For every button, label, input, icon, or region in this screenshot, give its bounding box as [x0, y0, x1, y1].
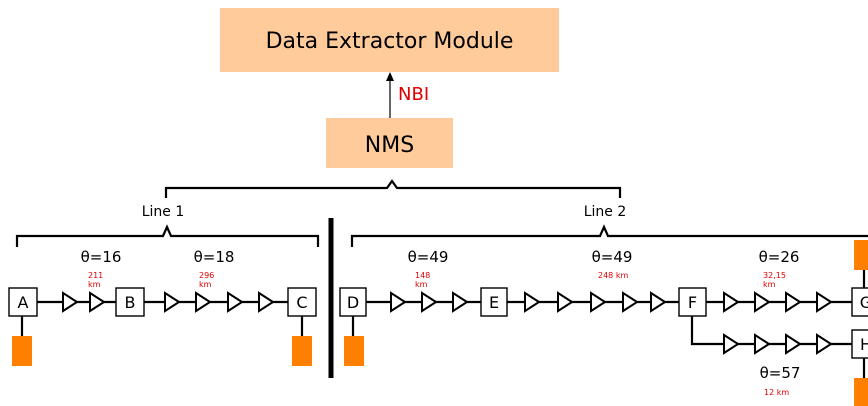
node-d: D	[339, 287, 367, 317]
node-h-label: H	[860, 335, 868, 354]
node-h: H	[851, 329, 868, 359]
terminal-c	[292, 336, 312, 366]
amplifier-icon	[785, 333, 802, 355]
distance-ef: 248 km	[598, 271, 628, 280]
amplifier-icon	[816, 333, 833, 355]
node-c: C	[287, 287, 317, 317]
terminal-g	[854, 240, 868, 270]
data-extractor-box	[220, 8, 559, 72]
amplifier-icon	[62, 291, 79, 313]
top-brace	[164, 179, 622, 198]
amplifiers	[62, 291, 833, 355]
theta-ef: θ=49	[592, 248, 633, 266]
line2-label: Line 2	[584, 204, 627, 220]
node-c-label: C	[296, 293, 307, 312]
line1-label: Line 1	[142, 204, 185, 220]
nms-box	[326, 118, 453, 168]
amplifier-icon	[258, 291, 275, 313]
node-f-label: F	[688, 293, 697, 312]
node-b: B	[115, 287, 145, 317]
amplifier-icon	[452, 291, 469, 313]
node-a-label: A	[18, 293, 29, 312]
line2-brace	[350, 224, 868, 247]
link-f-h	[690, 316, 852, 346]
node-g: G	[851, 287, 868, 317]
amplifier-icon	[816, 291, 833, 313]
node-f: F	[678, 287, 707, 317]
amplifier-icon	[723, 291, 740, 313]
amplifier-icon	[557, 291, 574, 313]
amplifier-icon	[754, 291, 771, 313]
amplifier-icon	[227, 291, 244, 313]
node-g-label: G	[860, 293, 868, 312]
amplifier-icon	[590, 291, 607, 313]
amplifier-icon	[164, 291, 181, 313]
node-e-label: E	[489, 293, 499, 312]
terminal-d	[344, 336, 364, 366]
nbi-label: NBI	[398, 84, 429, 105]
amplifier-icon	[195, 291, 212, 313]
theta-fh: θ=57	[760, 364, 801, 382]
amplifier-icon	[723, 333, 740, 355]
terminal-a	[12, 336, 32, 366]
amplifier-icon	[421, 291, 438, 313]
theta-bc: θ=18	[194, 248, 235, 266]
theta-de: θ=49	[408, 248, 449, 266]
nms-label: NMS	[365, 133, 414, 158]
amplifier-icon	[89, 291, 106, 313]
amplifier-icon	[650, 291, 667, 313]
theta-ab: θ=16	[81, 248, 122, 266]
nbi-arrowhead	[386, 72, 394, 81]
amplifier-icon	[390, 291, 407, 313]
data-extractor-label: Data Extractor Module	[266, 29, 514, 54]
node-a: A	[8, 287, 38, 317]
amplifier-icon	[622, 291, 639, 313]
amplifier-icon	[754, 333, 771, 355]
terminal-h	[854, 378, 868, 406]
theta-fg: θ=26	[759, 248, 800, 266]
amplifier-icon	[785, 291, 802, 313]
distance-fh: 12 km	[764, 388, 789, 397]
line1-brace	[15, 224, 320, 247]
node-d-label: D	[347, 293, 359, 312]
node-e: E	[480, 287, 508, 317]
node-b-label: B	[125, 293, 136, 312]
amplifier-icon	[524, 291, 541, 313]
